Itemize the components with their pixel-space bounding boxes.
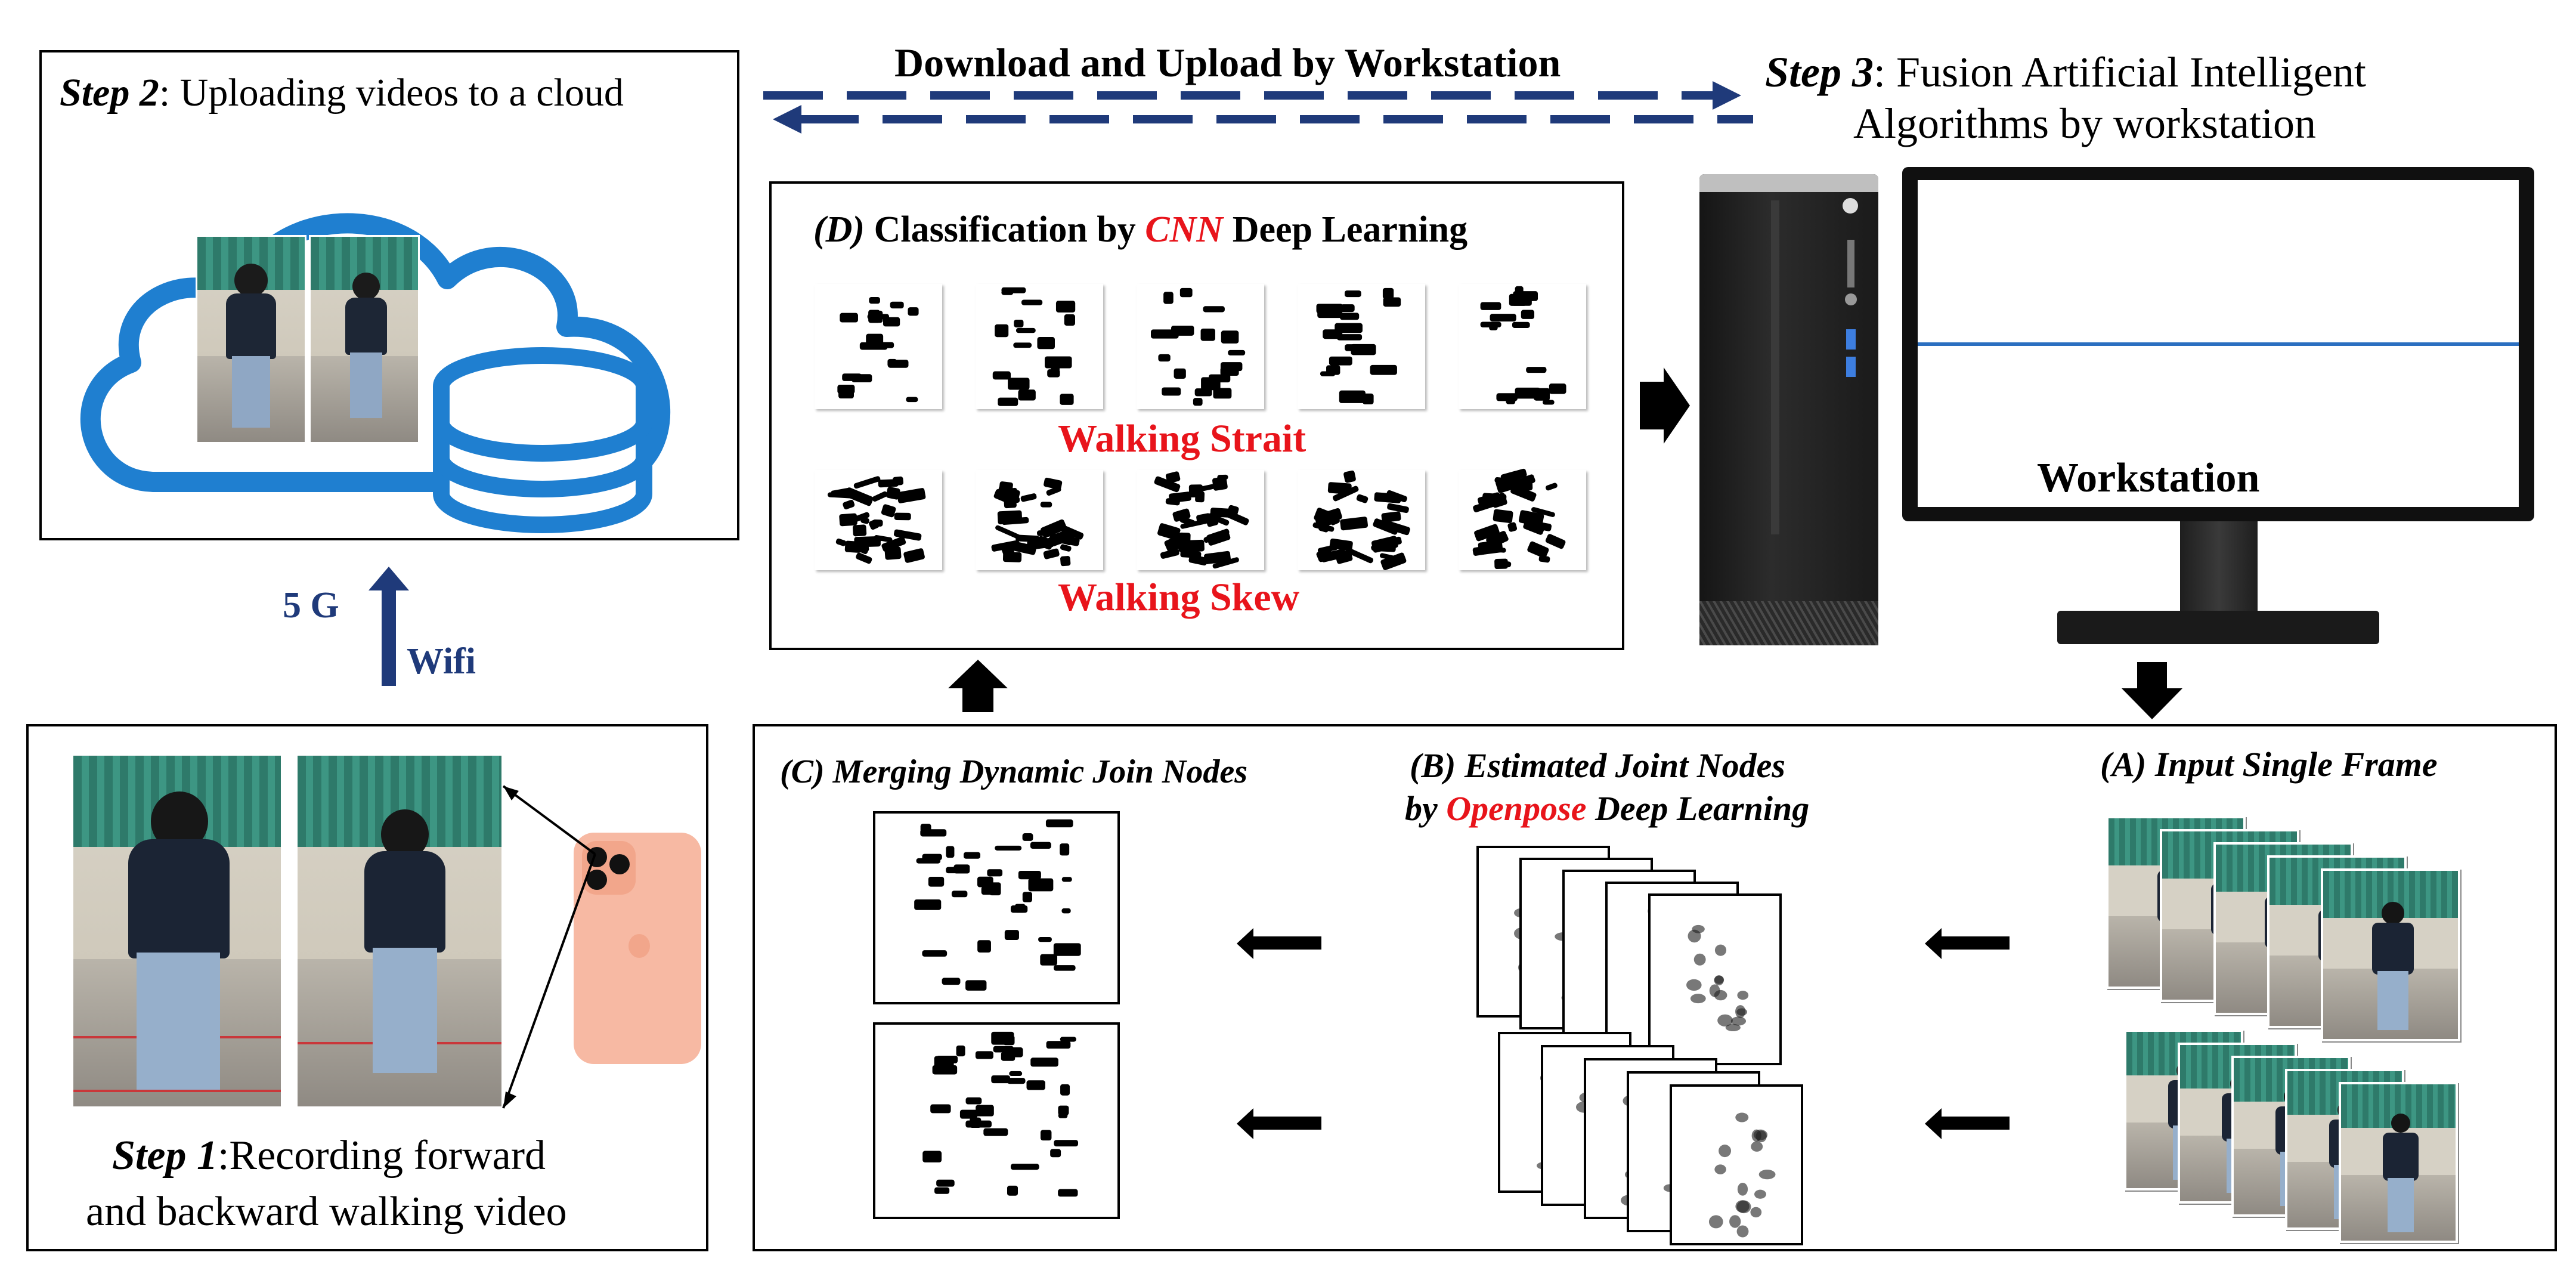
strait-node-image <box>976 284 1103 409</box>
step2-title: Step 2: Uploading videos to a cloud <box>60 71 624 115</box>
network-5g-label: 5 G <box>283 585 339 626</box>
skew-node-image <box>815 470 942 570</box>
workstation-tower <box>1699 174 1878 645</box>
panel-c-title: (C) Merging Dynamic Join Nodes <box>780 753 1247 790</box>
workstation-label: Workstation <box>2037 455 2260 501</box>
openpose-heatmap-stack-1 <box>755 726 2559 1254</box>
pipeline-arrows <box>1237 928 2010 1139</box>
monitor-base <box>2057 611 2379 644</box>
input-video-frame <box>2321 868 2460 1041</box>
download-upload-label: Download and Upload by Workstation <box>894 40 1561 85</box>
walking-skew-images <box>815 468 1590 571</box>
step1-video-forward <box>296 754 503 1108</box>
openpose-heatmap-frame <box>1648 893 1782 1065</box>
step2-panel: Step 2: Uploading videos to a cloud <box>39 50 739 540</box>
merged-nodes-image-2 <box>873 1022 1120 1219</box>
walking-strait-label: Walking Strait <box>1058 417 1306 460</box>
step1-panel: Step 1:Recording forward and backward wa… <box>26 724 708 1251</box>
step1-video-backward <box>72 754 283 1108</box>
cloud-video-thumb-2 <box>309 235 420 444</box>
panel-a-title: (A) Input Single Frame <box>2100 745 2438 784</box>
cloud-video-thumb-1 <box>196 235 306 444</box>
step1-title-line2: and backward walking video <box>86 1189 567 1235</box>
skew-node-image <box>976 470 1103 570</box>
monitor-screen: Workstation <box>1918 180 2519 507</box>
pipeline-panel: (A) Input Single Frame (B) Estimated Joi… <box>753 724 2557 1251</box>
step3-title-line2: Algorithms by workstation <box>1853 100 2316 147</box>
panel-b-title-line2: by Openpose Deep Learning <box>1405 789 1810 828</box>
classification-panel: (D) Classification by CNN Deep Learning … <box>769 181 1624 650</box>
walking-strait-images <box>815 284 1590 415</box>
skew-node-image <box>1298 470 1425 570</box>
cloud-storage-icon <box>80 213 671 533</box>
input-video-frame <box>2339 1082 2458 1243</box>
classification-title: (D) Classification by CNN Deep Learning <box>813 209 1468 250</box>
panel-b-title-line1: (B) Estimated Joint Nodes <box>1410 746 1785 785</box>
walking-skew-label: Walking Skew <box>1058 576 1300 619</box>
strait-node-image <box>1137 284 1264 409</box>
strait-node-image <box>815 284 942 409</box>
monitor-stand <box>2180 521 2258 611</box>
strait-node-image <box>1459 284 1586 409</box>
phone-capture-lines <box>502 785 596 1109</box>
input-frame-stacks <box>755 726 2559 1254</box>
skew-node-image <box>1137 470 1264 570</box>
step1-title-line1: Step 1:Recording forward <box>112 1133 546 1179</box>
step3-title-line1: Step 3: Fusion Artificial Intelligent <box>1765 48 2366 96</box>
openpose-heatmap-frame <box>1670 1084 1803 1245</box>
workstation-monitor: Workstation <box>1902 167 2534 521</box>
merged-nodes-image-1 <box>873 811 1120 1004</box>
smartphone-icon <box>574 833 701 1064</box>
strait-node-image <box>1298 284 1425 409</box>
skew-node-image <box>1459 468 1586 570</box>
network-wifi-label: Wifi <box>407 641 476 682</box>
